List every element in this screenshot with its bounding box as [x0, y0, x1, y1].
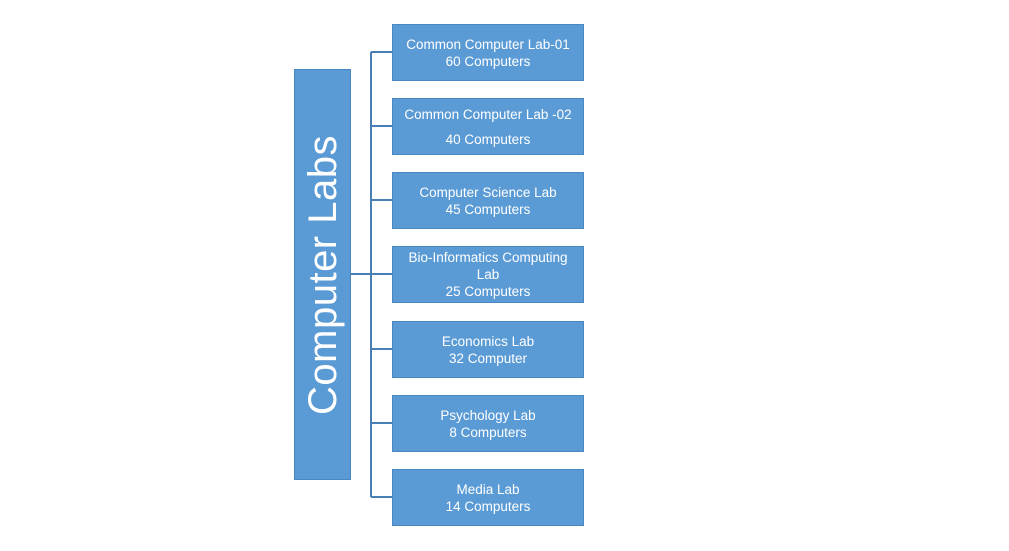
lab-name: Economics Lab — [441, 333, 535, 349]
lab-computer-count: 45 Computers — [445, 201, 531, 217]
lab-computer-count: 32 Computer — [448, 350, 528, 366]
lab-name: Psychology Lab — [440, 407, 536, 423]
lab-name: Media Lab — [456, 481, 520, 497]
root-node-label: Computer Labs — [300, 134, 345, 415]
lab-computer-count: 60 Computers — [445, 53, 531, 69]
lab-node-economics-lab: Economics Lab 32 Computer — [392, 321, 584, 378]
root-node-computer-labs: Computer Labs — [294, 69, 351, 480]
lab-node-common-computer-lab-02: Common Computer Lab -02 40 Computers — [392, 98, 584, 155]
lab-node-media-lab: Media Lab 14 Computers — [392, 469, 584, 526]
lab-node-psychology-lab: Psychology Lab 8 Computers — [392, 395, 584, 452]
lab-name: Common Computer Lab -02 — [404, 106, 572, 122]
lab-computer-count: 40 Computers — [445, 131, 531, 147]
lab-name: Computer Science Lab — [419, 184, 557, 200]
lab-computer-count: 25 Computers — [445, 284, 531, 299]
lab-node-bio-informatics-computing-lab: Bio-Informatics Computing Lab 25 Compute… — [392, 246, 584, 303]
lab-computer-count: 8 Computers — [449, 424, 527, 440]
lab-name: Common Computer Lab-01 — [406, 36, 570, 52]
lab-name: Bio-Informatics Computing Lab — [408, 250, 568, 282]
lab-node-common-computer-lab-01: Common Computer Lab-01 60 Computers — [392, 24, 584, 81]
lab-node-computer-science-lab: Computer Science Lab 45 Computers — [392, 172, 584, 229]
lab-computer-count: 14 Computers — [445, 498, 531, 514]
